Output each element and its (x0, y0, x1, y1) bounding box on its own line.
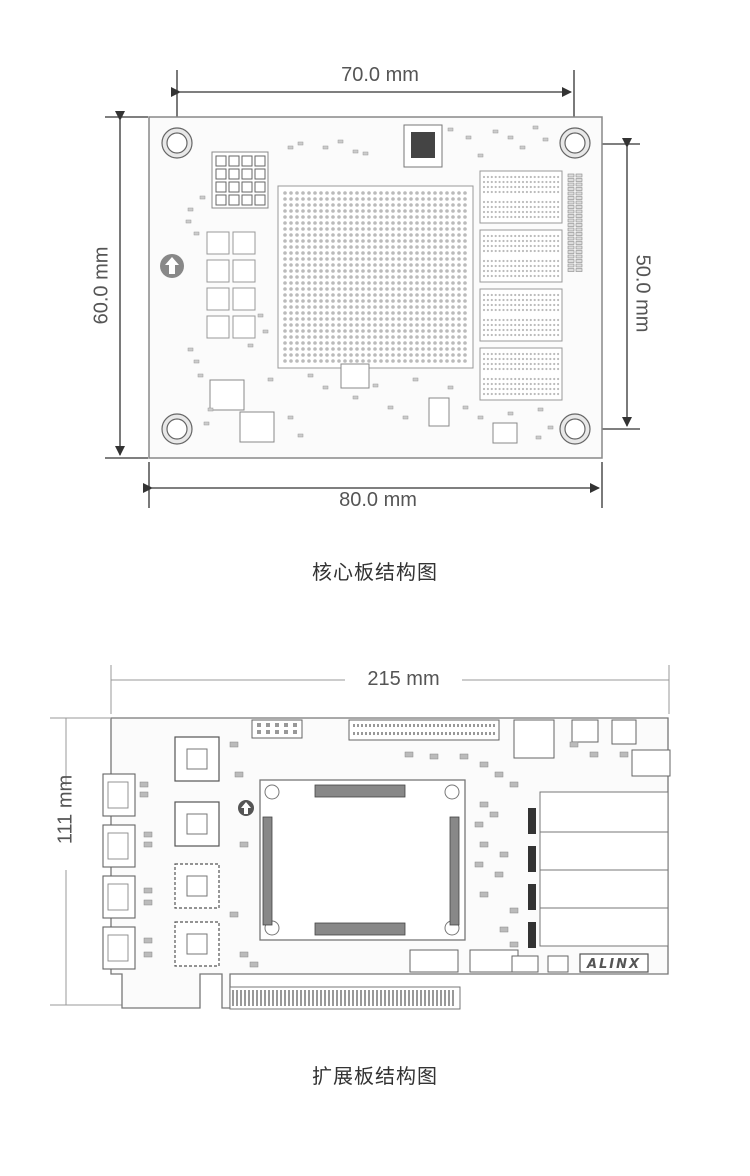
svg-text:ALINX: ALINX (586, 957, 641, 972)
port-connectors (528, 808, 536, 948)
bottom-connectors (409, 949, 569, 973)
core-board-socket (259, 779, 466, 941)
core-board-caption: 核心板结构图 (312, 560, 438, 584)
core-board (148, 116, 603, 459)
orientation-arrow-icon (160, 254, 184, 278)
jtag-header (251, 719, 303, 739)
ddr-memory-chip (479, 170, 563, 401)
bottom-components (340, 363, 518, 444)
power-inductors (206, 231, 256, 339)
sd-card-slot (513, 719, 555, 759)
orientation-arrow-icon (238, 800, 254, 816)
core-height-outer-label: 60.0 mm (90, 225, 114, 346)
core-height-inner-label: 50.0 mm (630, 233, 654, 354)
carrier-board-caption: 扩展板结构图 (312, 1064, 438, 1088)
alinx-logo: ALINX (579, 953, 649, 973)
inductor-l3 (209, 379, 275, 443)
core-width-outer-label: 80.0 mm (339, 489, 417, 511)
core-width-inner-label: 70.0 mm (320, 64, 440, 87)
qspi-flash-chip (403, 124, 443, 168)
board-to-board-connector (262, 784, 460, 936)
usb-uart-port (571, 719, 599, 743)
expansion-header-40pin (348, 719, 500, 741)
power-jack (611, 719, 671, 777)
carrier-board: ALINX (102, 717, 671, 1010)
mounting-hole (161, 127, 591, 445)
right-side-ports (539, 791, 669, 947)
carrier-height-label: 111 mm (54, 774, 77, 845)
carrier-width-label: 215 mm (367, 668, 440, 690)
